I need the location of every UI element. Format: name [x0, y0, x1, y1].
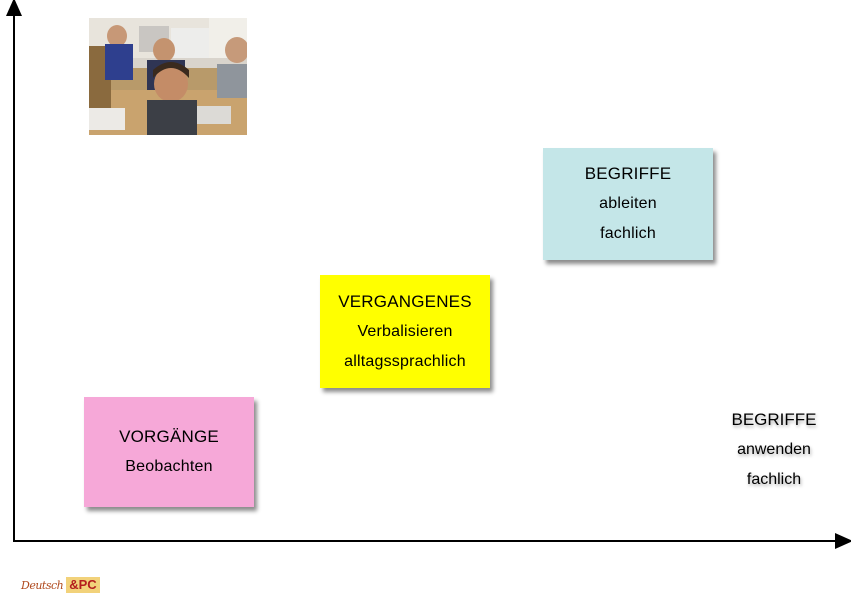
label-begriffe-anwenden-line-1: anwenden [737, 441, 811, 458]
box-begriffe-ableiten: BEGRIFFE ableiten fachlich [543, 148, 713, 260]
label-begriffe-anwenden: BEGRIFFE anwenden fachlich [722, 405, 826, 495]
label-begriffe-anwenden-title: BEGRIFFE [731, 410, 817, 429]
box-vergangenes-line-2: alltagssprachlich [344, 352, 466, 370]
box-vorgaenge: VORGÄNGE Beobachten [84, 397, 254, 507]
box-begriffe-ableiten-line-1: ableiten [599, 195, 657, 212]
box-begriffe-ableiten-line-2: fachlich [600, 225, 656, 242]
classroom-photo [89, 18, 247, 135]
deutsch-pc-logo: Deutsch &PC [21, 577, 100, 593]
label-begriffe-anwenden-line-2: fachlich [746, 471, 802, 488]
box-vorgaenge-title: VORGÄNGE [119, 427, 219, 446]
box-begriffe-ableiten-title: BEGRIFFE [584, 164, 672, 183]
logo-brand-text: &PC [66, 577, 100, 593]
logo-script-text: Deutsch [21, 578, 64, 592]
box-vergangenes-title: VERGANGENES [338, 291, 472, 311]
box-vorgaenge-line: Beobachten [125, 458, 213, 475]
box-vergangenes-line-1: Verbalisieren [357, 322, 453, 340]
box-vergangenes: VERGANGENES Verbalisieren alltagssprachl… [320, 275, 490, 388]
